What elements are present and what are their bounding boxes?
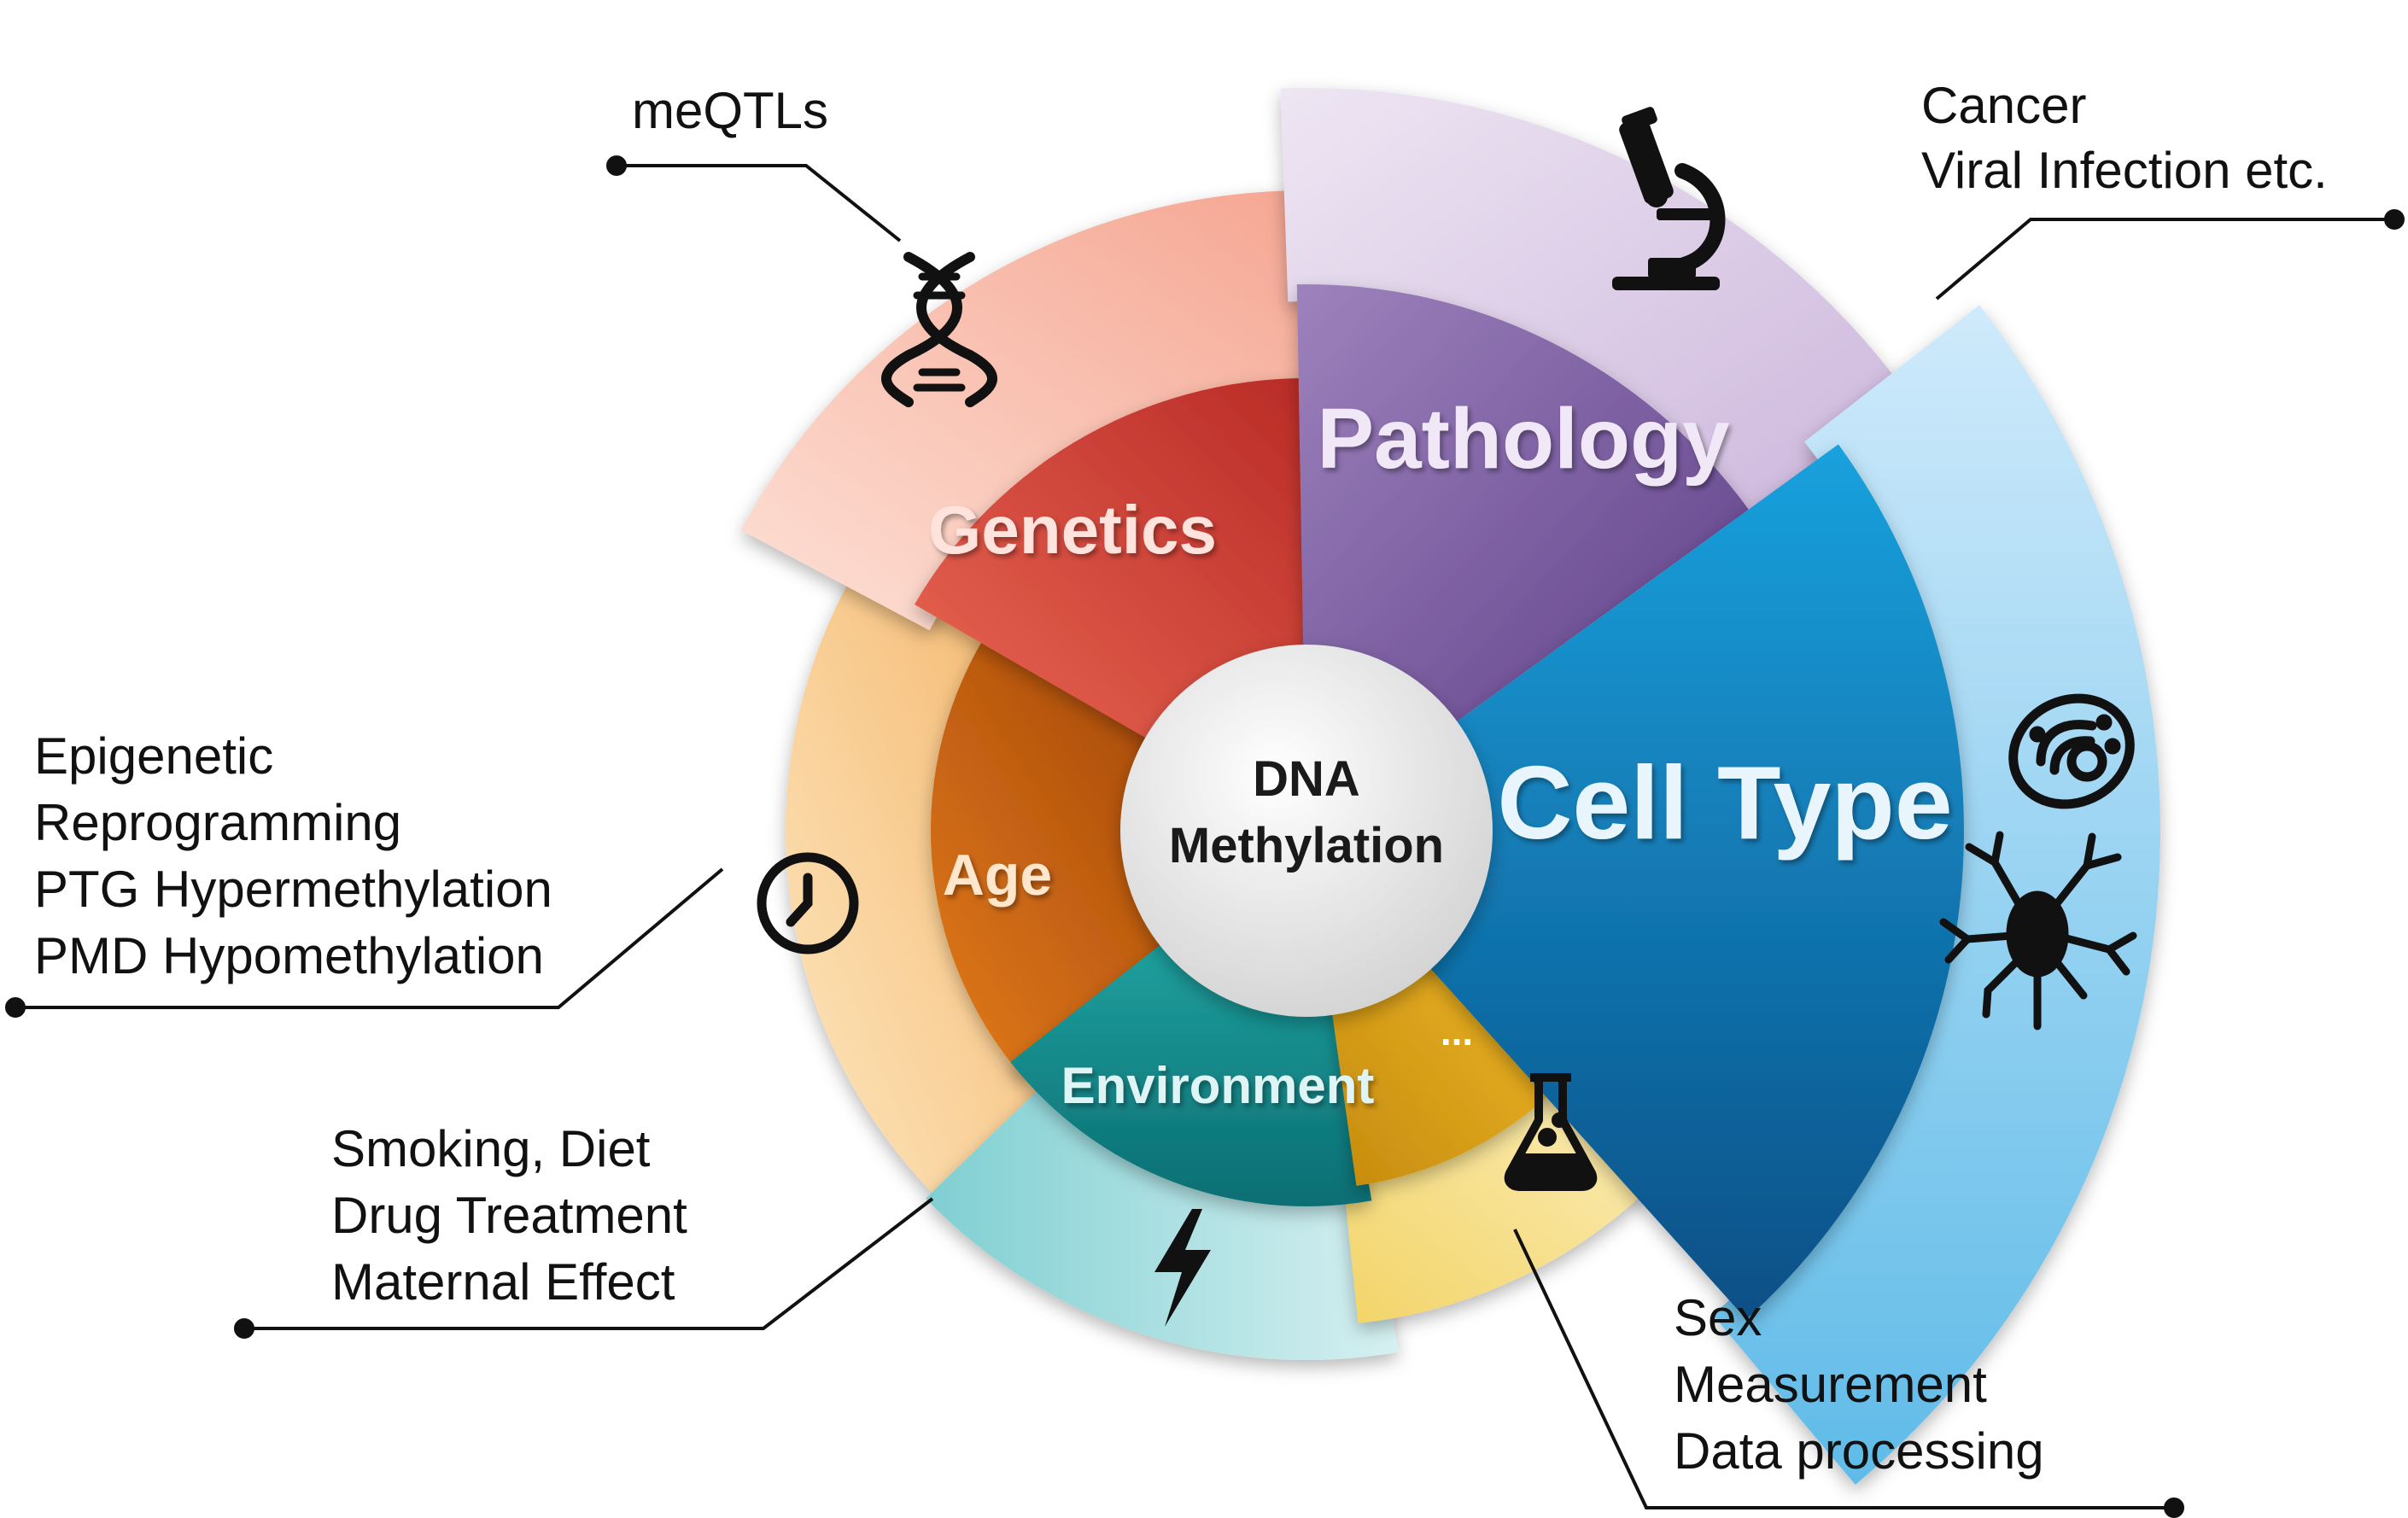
annotation-age-line2: Reprogramming [34, 794, 401, 851]
leader-dot-pathology [2384, 209, 2405, 230]
annotation-other-line3: Data processing [1674, 1422, 2044, 1480]
celltype-label: Cell Type [1497, 744, 1952, 861]
center-title-line1: DNA [1253, 751, 1360, 807]
annotation-age-line1: Epigenetic [34, 727, 273, 785]
leader-dot-genetics [606, 155, 627, 176]
annotation-age-line4: PMD Hypomethylation [34, 927, 544, 984]
annotation-genetics-line1: meQTLs [632, 82, 828, 139]
leader-dot-other [2164, 1498, 2184, 1518]
annotation-pathology-line2: Viral Infection etc. [1921, 142, 2328, 199]
age-outer-band [786, 539, 1049, 1193]
pathology-segment [1296, 284, 1749, 771]
annotation-pathology-line1: Cancer [1921, 77, 2086, 134]
annotation-other-line1: Sex [1674, 1289, 1762, 1346]
leader-line-other [1513, 1229, 2174, 1509]
annotation-age-line3: PTG Hypermethylation [34, 861, 552, 918]
other-label: ... [1441, 1009, 1473, 1054]
annotation-environment-line3: Maternal Effect [331, 1253, 675, 1311]
dna-icon [881, 252, 997, 407]
leader-line-age [15, 867, 724, 1009]
lightning-icon [1154, 1209, 1211, 1327]
neuron-icon [1939, 831, 2137, 1030]
flask-icon [1504, 1073, 1598, 1191]
clock-icon [757, 852, 859, 955]
leader-dot-environment [234, 1318, 254, 1339]
celltype-segment [1375, 444, 1964, 1320]
genetics-outer-band [740, 190, 1374, 631]
leader-line-environment [244, 1197, 934, 1330]
cell-icon [2008, 693, 2135, 809]
genetics-label: Genetics [928, 492, 1217, 568]
annotation-other-line2: Measurement [1674, 1356, 1987, 1413]
annotation-environment-line1: Smoking, Diet [331, 1120, 651, 1177]
leader-line-genetics [617, 164, 902, 242]
annotation-environment-line2: Drug Treatment [331, 1187, 687, 1244]
environment-outer-band [926, 1079, 1399, 1361]
age-label: Age [943, 843, 1052, 908]
leader-lines [5, 155, 2405, 1518]
pathology-outer-band [1280, 87, 1923, 535]
center-hub [1120, 645, 1493, 1017]
leader-line-pathology [1935, 218, 2394, 301]
pathology-label: Pathology [1317, 391, 1730, 487]
center-title-line2: Methylation [1169, 818, 1444, 873]
leader-dot-age [5, 997, 26, 1018]
microscope-icon [1612, 107, 1726, 290]
environment-label: Environment [1061, 1057, 1375, 1114]
